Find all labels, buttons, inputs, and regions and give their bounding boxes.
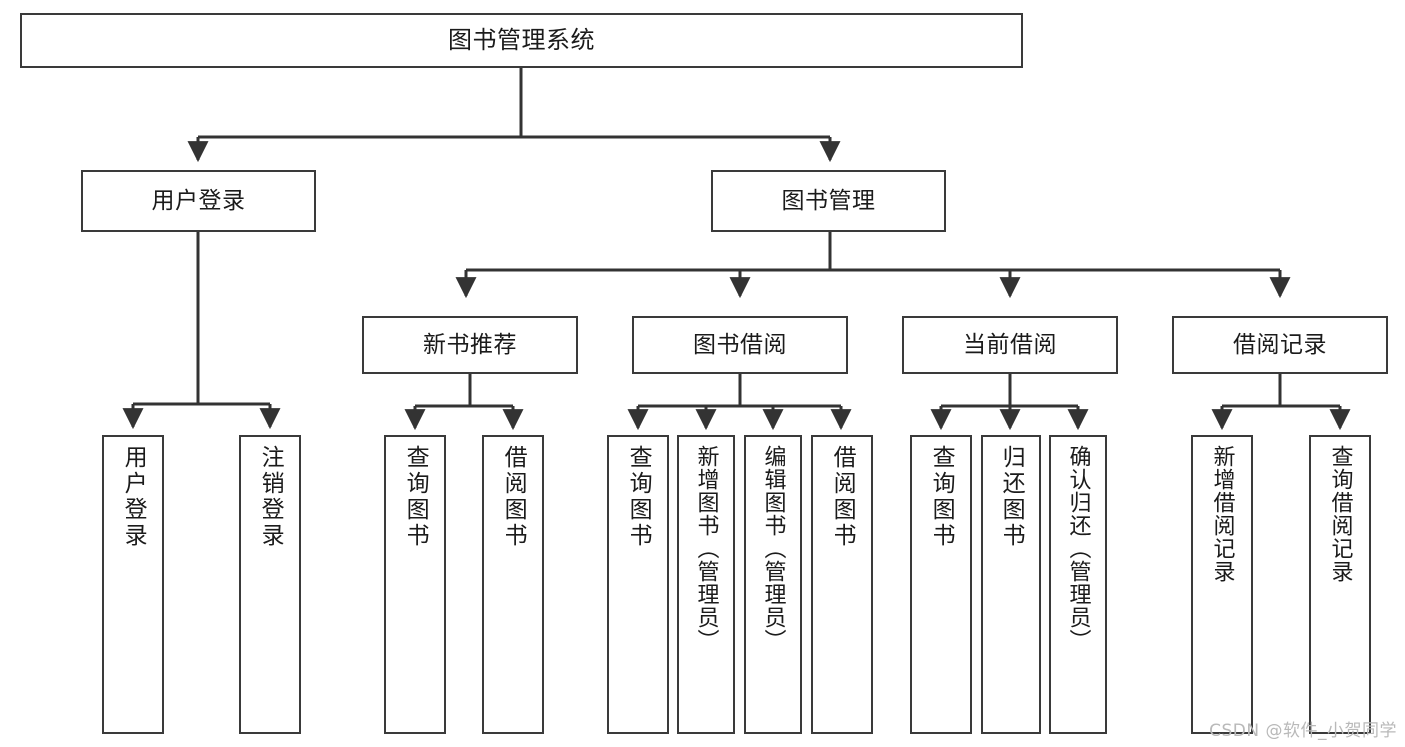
- leaf-edit-book-label: 编辑图书（管理员）: [760, 445, 786, 652]
- leaf-add-record-label: 新增借阅记录: [1209, 445, 1235, 583]
- node-borrow-record[interactable]: 借阅记录: [1172, 316, 1388, 374]
- node-current-borrow[interactable]: 当前借阅: [902, 316, 1118, 374]
- node-user-login-label: 用户登录: [151, 187, 246, 214]
- leaf-query-record[interactable]: 查询借阅记录: [1309, 435, 1371, 734]
- leaf-return-book-label: 归还图书: [998, 445, 1025, 549]
- leaf-query-book-1[interactable]: 查询图书: [384, 435, 446, 734]
- leaf-user-login-label: 用户登录: [120, 445, 147, 549]
- leaf-query-book-2-label: 查询图书: [625, 445, 652, 549]
- node-book-borrow-label: 图书借阅: [693, 331, 787, 358]
- leaf-add-record[interactable]: 新增借阅记录: [1191, 435, 1253, 734]
- node-root[interactable]: 图书管理系统: [20, 13, 1023, 68]
- leaf-logout-login[interactable]: 注销登录: [239, 435, 301, 734]
- leaf-edit-book[interactable]: 编辑图书（管理员）: [744, 435, 802, 734]
- leaf-return-book[interactable]: 归还图书: [981, 435, 1041, 734]
- leaf-borrow-book-2[interactable]: 借阅图书: [811, 435, 873, 734]
- node-new-book-recommend[interactable]: 新书推荐: [362, 316, 578, 374]
- leaf-query-book-1-label: 查询图书: [402, 445, 429, 549]
- node-book-management-label: 图书管理: [781, 187, 876, 214]
- leaf-query-book-2[interactable]: 查询图书: [607, 435, 669, 734]
- node-book-management[interactable]: 图书管理: [711, 170, 946, 232]
- leaf-add-book[interactable]: 新增图书（管理员）: [677, 435, 735, 734]
- leaf-confirm-return[interactable]: 确认归还（管理员）: [1049, 435, 1107, 734]
- node-borrow-record-label: 借阅记录: [1233, 331, 1327, 358]
- node-user-login[interactable]: 用户登录: [81, 170, 316, 232]
- leaf-query-record-label: 查询借阅记录: [1327, 445, 1353, 583]
- node-new-book-recommend-label: 新书推荐: [423, 331, 517, 358]
- leaf-confirm-return-label: 确认归还（管理员）: [1065, 445, 1091, 652]
- leaf-logout-login-label: 注销登录: [257, 445, 284, 549]
- leaf-add-book-label: 新增图书（管理员）: [693, 445, 719, 652]
- leaf-borrow-book-1[interactable]: 借阅图书: [482, 435, 544, 734]
- node-book-borrow[interactable]: 图书借阅: [632, 316, 848, 374]
- leaf-user-login[interactable]: 用户登录: [102, 435, 164, 734]
- node-root-label: 图书管理系统: [448, 25, 595, 54]
- leaf-borrow-book-1-label: 借阅图书: [500, 445, 527, 549]
- leaf-query-book-3[interactable]: 查询图书: [910, 435, 972, 734]
- node-current-borrow-label: 当前借阅: [963, 331, 1057, 358]
- leaf-query-book-3-label: 查询图书: [928, 445, 955, 549]
- leaf-borrow-book-2-label: 借阅图书: [829, 445, 856, 549]
